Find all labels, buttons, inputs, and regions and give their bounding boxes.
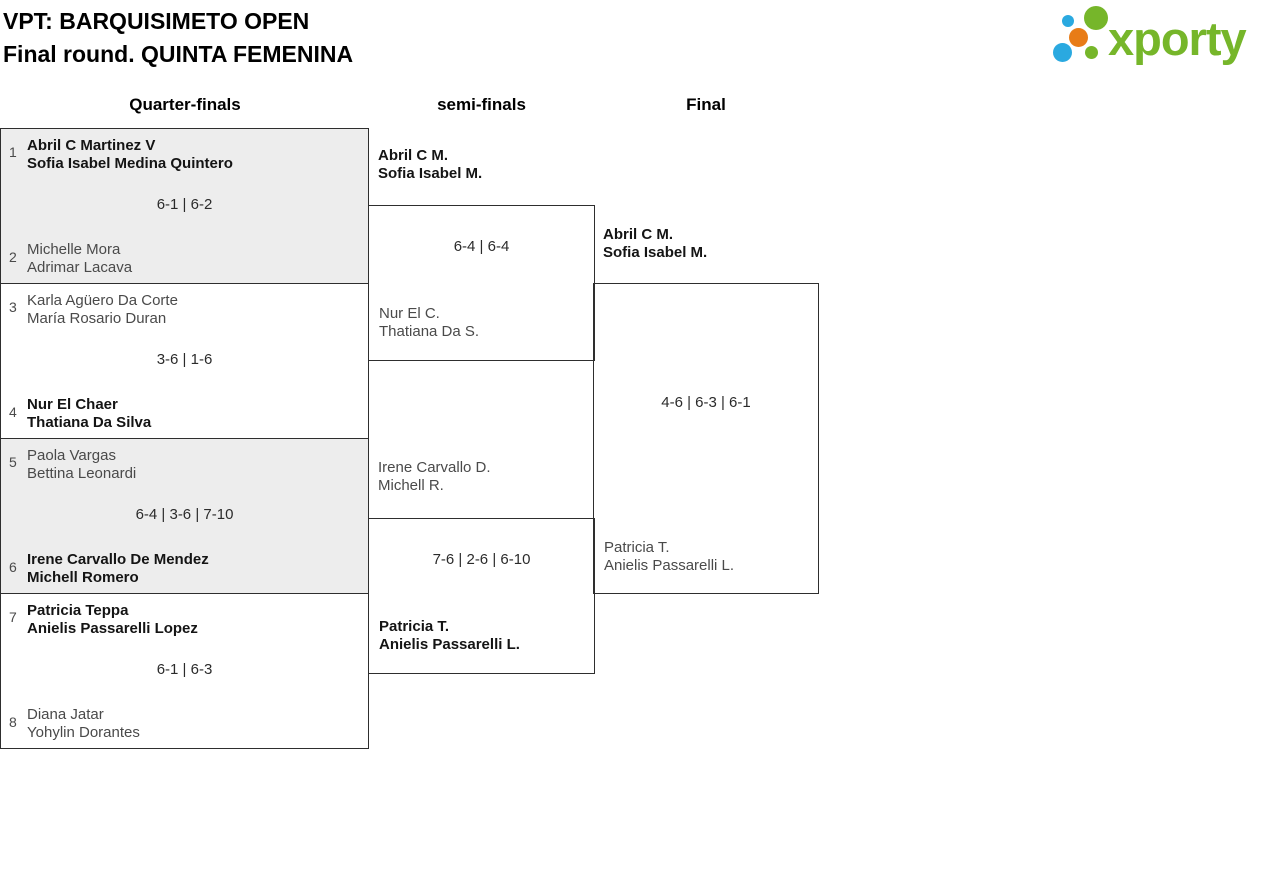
team-name-line: Bettina Leonardi xyxy=(27,465,137,482)
match-quarter-final-1: 1 Abril C Martinez V Sofia Isabel Medina… xyxy=(0,128,369,284)
logo-dot-green-large-icon xyxy=(1084,6,1108,30)
seed-number: 6 xyxy=(9,559,17,575)
team-names: Paola Vargas Bettina Leonardi xyxy=(27,447,136,483)
team-names: Patricia T. Anielis Passarelli L. xyxy=(604,539,734,575)
tournament-name: VPT: BARQUISIMETO OPEN xyxy=(3,8,310,34)
team-name-line: Patricia T. xyxy=(379,618,450,635)
round-category: Final round. QUINTA FEMENINA xyxy=(3,41,354,67)
logo-wordmark: xporty xyxy=(1108,12,1247,65)
seed-number: 7 xyxy=(9,609,17,625)
seed-number: 4 xyxy=(9,404,17,420)
logo-dot-orange-icon xyxy=(1069,28,1088,47)
team-names: Michelle Mora Adrimar Lacava xyxy=(27,241,132,277)
final-top-team: Abril C M. Sofia Isabel M. xyxy=(603,226,707,262)
logo-dot-blue-medium-icon xyxy=(1053,43,1072,62)
logo-dot-blue-small-icon xyxy=(1062,15,1074,27)
team-name-line: Michell Romero xyxy=(27,569,139,586)
team-names: Nur El Chaer Thatiana Da Silva xyxy=(27,396,151,432)
team-name-line: Thatiana Da Silva xyxy=(27,414,152,431)
match-score: 6-4 | 6-4 xyxy=(453,238,510,255)
team-name-line: Sofia Isabel M. xyxy=(603,244,708,261)
match-score: 6-4 | 3-6 | 7-10 xyxy=(135,506,234,523)
match-score: 7-6 | 2-6 | 6-10 xyxy=(432,551,531,568)
match-score: 6-1 | 6-3 xyxy=(156,661,213,678)
team-name-line: Abril C Martinez V xyxy=(27,137,156,154)
page-title: VPT: BARQUISIMETO OPEN Final round. QUIN… xyxy=(3,5,353,71)
seed-number: 1 xyxy=(9,144,17,160)
team-name-line: Adrimar Lacava xyxy=(27,259,133,276)
team-name-line: Abril C M. xyxy=(378,147,448,164)
match-final: 4-6 | 6-3 | 6-1 Patricia T. Anielis Pass… xyxy=(593,283,819,594)
match-semi-final-1: 6-4 | 6-4 Nur El C. Thatiana Da S. xyxy=(368,205,595,361)
match-semi-final-2: 7-6 | 2-6 | 6-10 Patricia T. Anielis Pas… xyxy=(368,518,595,674)
team-name-line: Diana Jatar xyxy=(27,706,104,723)
team-name-line: Anielis Passarelli L. xyxy=(379,636,520,653)
team-names: Nur El C. Thatiana Da S. xyxy=(379,305,479,341)
team-name-line: Patricia Teppa xyxy=(27,602,129,619)
team-name-line: Yohylin Dorantes xyxy=(27,724,140,741)
team-name-line: Karla Agüero Da Corte xyxy=(27,292,178,309)
seed-number: 3 xyxy=(9,299,17,315)
semi-final-2-top-team: Irene Carvallo D. Michell R. xyxy=(378,459,491,495)
team-name-line: Paola Vargas xyxy=(27,447,116,464)
team-name-line: Anielis Passarelli Lopez xyxy=(27,620,198,637)
round-header-final: Final xyxy=(686,95,726,114)
match-quarter-final-4: 7 Patricia Teppa Anielis Passarelli Lope… xyxy=(0,593,369,749)
team-name-line: Thatiana Da S. xyxy=(379,323,480,340)
team-name-line: Patricia T. xyxy=(604,539,670,556)
semi-final-1-top-team: Abril C M. Sofia Isabel M. xyxy=(378,147,482,183)
seed-number: 5 xyxy=(9,454,17,470)
team-names: Patricia Teppa Anielis Passarelli Lopez xyxy=(27,602,198,638)
round-header-quarter-finals: Quarter-finals xyxy=(129,95,241,114)
team-name-line: Nur El C. xyxy=(379,305,440,322)
team-name-line: Abril C M. xyxy=(603,226,673,243)
match-score: 3-6 | 1-6 xyxy=(156,351,213,368)
team-name-line: Anielis Passarelli L. xyxy=(604,557,735,574)
team-names: Irene Carvallo De Mendez Michell Romero xyxy=(27,551,209,587)
match-quarter-final-2: 3 Karla Agüero Da Corte María Rosario Du… xyxy=(0,283,369,439)
team-names: Patricia T. Anielis Passarelli L. xyxy=(379,618,520,654)
match-score: 6-1 | 6-2 xyxy=(156,196,213,213)
team-name-line: María Rosario Duran xyxy=(27,310,167,327)
team-names: Karla Agüero Da Corte María Rosario Dura… xyxy=(27,292,178,328)
team-name-line: Michelle Mora xyxy=(27,241,121,258)
logo-dot-green-small-icon xyxy=(1085,46,1098,59)
team-name-line: Irene Carvallo D. xyxy=(378,459,491,476)
team-name-line: Sofia Isabel M. xyxy=(378,165,483,182)
match-score: 4-6 | 6-3 | 6-1 xyxy=(661,394,751,411)
team-name-line: Nur El Chaer xyxy=(27,396,118,413)
match-quarter-final-3: 5 Paola Vargas Bettina Leonardi 6-4 | 3-… xyxy=(0,438,369,594)
team-name-line: Sofia Isabel Medina Quintero xyxy=(27,155,233,172)
seed-number: 2 xyxy=(9,249,17,265)
team-name-line: Irene Carvallo De Mendez xyxy=(27,551,209,568)
team-name-line: Michell R. xyxy=(378,477,444,494)
seed-number: 8 xyxy=(9,714,17,730)
team-names: Diana Jatar Yohylin Dorantes xyxy=(27,706,140,742)
team-names: Abril C Martinez V Sofia Isabel Medina Q… xyxy=(27,137,233,173)
round-header-semi-finals: semi-finals xyxy=(437,95,526,114)
